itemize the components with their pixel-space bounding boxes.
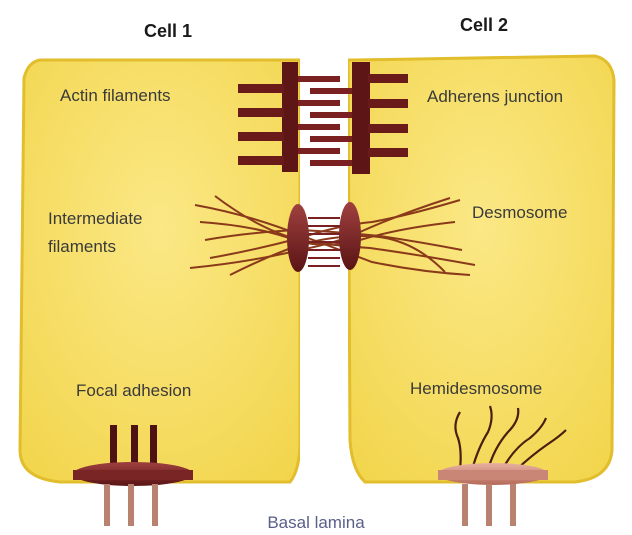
focal-stem	[150, 425, 157, 469]
hemidesmosome-leg	[486, 484, 492, 526]
focal-leg	[128, 484, 134, 526]
label-hemidesmosome: Hemidesmosome	[410, 379, 542, 398]
actin-bar	[368, 124, 408, 133]
focal-plaque-body	[73, 470, 193, 480]
focal-leg	[152, 484, 158, 526]
actin-bar	[238, 108, 284, 117]
actin-bar	[368, 148, 408, 157]
actin-bar	[238, 132, 284, 141]
cell-1-body	[20, 60, 300, 482]
label-actin-filaments: Actin filaments	[60, 86, 171, 105]
adherens-link	[310, 112, 352, 118]
desmosome-plaque-right	[339, 202, 361, 270]
cell-2-body	[348, 56, 614, 482]
adherens-link	[298, 148, 340, 154]
actin-bar	[238, 84, 284, 93]
adherens-link	[310, 88, 352, 94]
adherens-plaque-left	[282, 62, 298, 172]
label-intermediate-filaments-line1: Intermediate	[48, 209, 143, 228]
cell-1-title: Cell 1	[144, 21, 192, 41]
adherens-link	[298, 124, 340, 130]
adherens-link	[310, 136, 352, 142]
label-basal-lamina: Basal lamina	[267, 513, 365, 532]
label-focal-adhesion: Focal adhesion	[76, 381, 191, 400]
adherens-link	[298, 100, 340, 106]
desmosome-plaque-left	[287, 204, 309, 272]
adherens-plaque-right	[352, 62, 370, 174]
label-desmosome: Desmosome	[472, 203, 567, 222]
focal-stem	[110, 425, 117, 469]
hemidesmosome-plaque-body	[438, 470, 548, 480]
actin-bar	[238, 156, 284, 165]
actin-bar	[368, 74, 408, 83]
label-intermediate-filaments-line2: filaments	[48, 237, 116, 256]
hemidesmosome-leg	[462, 484, 468, 526]
focal-leg	[104, 484, 110, 526]
intercellular-space	[300, 58, 348, 484]
label-adherens-junction: Adherens junction	[427, 87, 563, 106]
desmosome-links	[308, 218, 340, 266]
adherens-link	[310, 160, 352, 166]
hemidesmosome-leg	[510, 484, 516, 526]
cell-2-title: Cell 2	[460, 15, 508, 35]
adherens-link	[298, 76, 340, 82]
actin-bar	[368, 99, 408, 108]
